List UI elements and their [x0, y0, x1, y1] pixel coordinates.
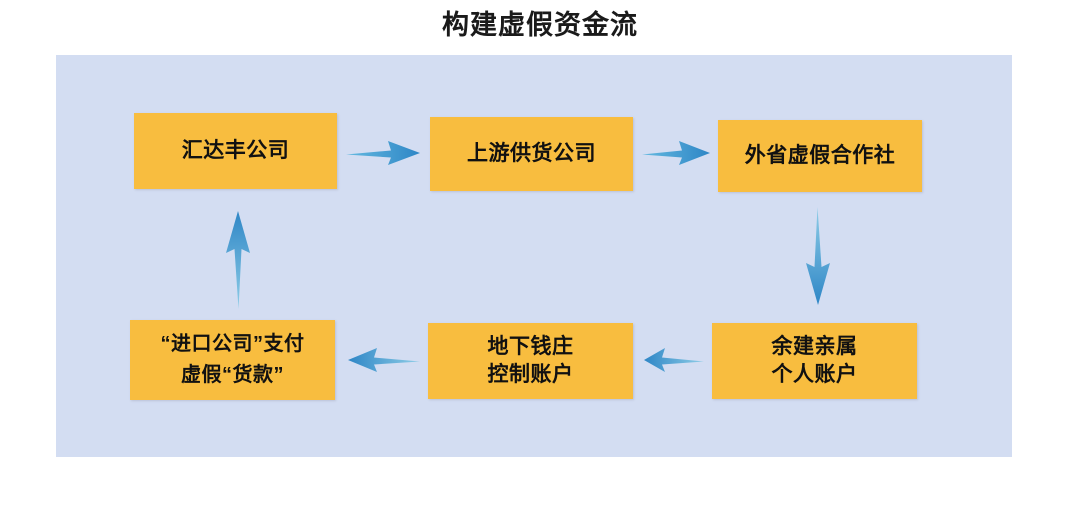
node-underground-line1: 地下钱庄: [487, 335, 574, 358]
node-import-company-payment[interactable]: “进口公司”支付 虚假“货款”: [130, 320, 335, 400]
page-title: 构建虚假资金流: [442, 10, 638, 40]
node-relatives-line1: 余建亲属: [771, 335, 858, 358]
arrow-left-icon: [346, 340, 422, 380]
node-relatives-personal-account[interactable]: 余建亲属 个人账户: [712, 323, 917, 399]
arrow-down-icon: [798, 205, 838, 311]
node-import-company-line1: “进口公司”支付: [160, 333, 305, 355]
arrow-left-icon: [642, 340, 706, 380]
arrow-right-icon: [344, 133, 424, 173]
arrow-up-icon: [218, 207, 258, 311]
node-huidafeng[interactable]: 汇达丰公司: [134, 113, 337, 189]
arrow-right-icon: [640, 133, 712, 173]
node-fake-cooperative-line1: 外省虚假合作社: [744, 144, 896, 167]
node-underground-bank-account[interactable]: 地下钱庄 控制账户: [428, 323, 633, 399]
node-upstream-supplier-line1: 上游供货公司: [467, 142, 596, 165]
node-relatives-line2: 个人账户: [771, 363, 858, 386]
node-import-company-line2: 虚假“货款”: [181, 364, 284, 386]
node-underground-line2: 控制账户: [487, 363, 574, 386]
flow-diagram-panel: 汇达丰公司 上游供货公司 外省虚假合作社 余建亲属 个人账户 地下钱庄 控制账户…: [56, 55, 1012, 457]
node-upstream-supplier[interactable]: 上游供货公司: [430, 117, 633, 191]
node-fake-cooperative[interactable]: 外省虚假合作社: [718, 120, 922, 192]
node-huidafeng-line1: 汇达丰公司: [181, 139, 290, 162]
